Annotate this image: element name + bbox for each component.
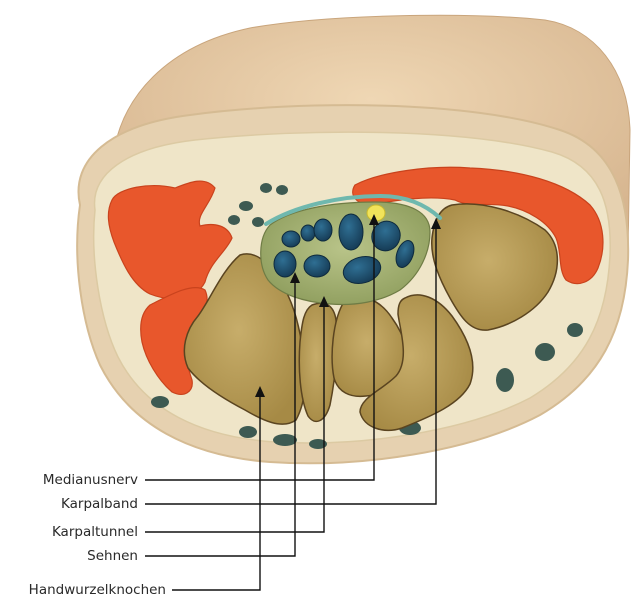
tendon bbox=[301, 225, 315, 241]
label-medianusnerv: Medianusnerv bbox=[43, 472, 138, 488]
vessel bbox=[273, 434, 297, 446]
tendon bbox=[314, 219, 332, 241]
vessel bbox=[252, 217, 264, 227]
vessel bbox=[239, 426, 257, 438]
tendon bbox=[282, 231, 300, 247]
label-handwurzelknochen: Handwurzelknochen bbox=[29, 582, 166, 598]
vessel bbox=[567, 323, 583, 337]
tendon bbox=[339, 214, 363, 250]
vessel bbox=[496, 368, 514, 392]
label-karpaltunnel: Karpaltunnel bbox=[52, 524, 138, 540]
label-karpalband: Karpalband bbox=[61, 496, 138, 512]
vessel bbox=[239, 201, 253, 211]
tendon bbox=[274, 251, 296, 277]
vessel bbox=[260, 183, 272, 193]
tendon bbox=[304, 255, 330, 277]
vessel bbox=[228, 215, 240, 225]
vessel bbox=[276, 185, 288, 195]
vessel bbox=[535, 343, 555, 361]
label-sehnen: Sehnen bbox=[87, 548, 138, 564]
vessel bbox=[151, 396, 169, 408]
